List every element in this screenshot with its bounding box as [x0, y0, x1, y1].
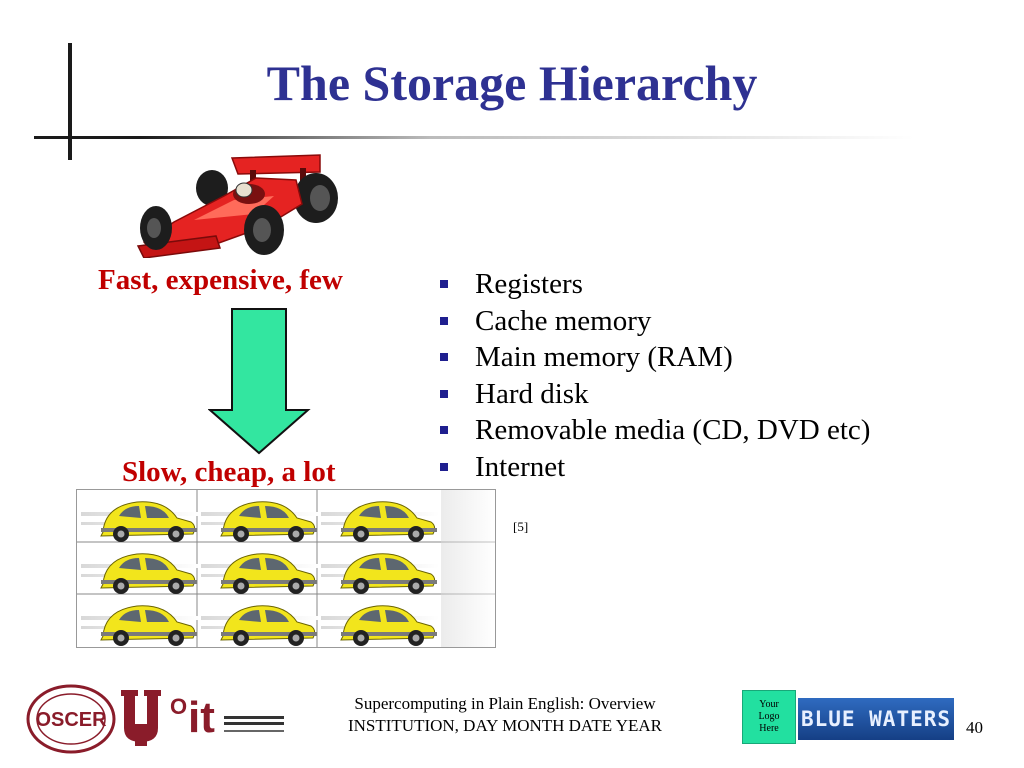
yellow-car-grid — [76, 489, 496, 648]
race-car-icon — [136, 154, 338, 258]
bullet-square-icon — [440, 426, 448, 434]
list-item-label: Cache memory — [475, 304, 652, 337]
page-number: 40 — [966, 718, 983, 737]
list-item: Internet — [438, 449, 870, 486]
svg-text:OSCER: OSCER — [35, 709, 107, 731]
bullet-square-icon — [440, 353, 448, 361]
citation: [5] — [513, 519, 529, 534]
yellow-beetle-car-icon — [320, 553, 440, 595]
list-item: Cache memory — [438, 303, 870, 340]
yellow-beetle-car-icon — [320, 605, 440, 647]
list-item: Hard disk — [438, 376, 870, 413]
slide-title: The Storage Hierarchy — [266, 55, 758, 111]
slow-cheap-a-lot-label: Slow, cheap, a lot — [122, 456, 336, 488]
list-item-label: Registers — [475, 268, 583, 300]
yellow-beetle-car-icon — [80, 605, 200, 647]
down-arrow-icon — [208, 308, 311, 455]
yellow-beetle-car-icon — [80, 553, 200, 595]
blue-waters-logo: BLUE WATERS — [798, 698, 954, 740]
oscer-seal-logo: OSCER — [26, 684, 116, 754]
ou-logo — [121, 690, 161, 746]
yellow-beetle-car-icon — [200, 553, 320, 595]
logo-placeholder-line: Logo — [758, 711, 780, 722]
frame-horizontal-line — [34, 136, 914, 139]
yellow-beetle-car-icon — [320, 501, 440, 543]
storage-hierarchy-list: Registers Cache memory Main memory (RAM)… — [438, 266, 870, 485]
logo-placeholder-line: Your — [759, 699, 779, 710]
bullet-square-icon — [440, 316, 448, 325]
list-item-label: Hard disk — [475, 377, 589, 410]
footer-line-1: Supercomputing in Plain English: Overvie… — [354, 694, 656, 713]
yellow-beetle-car-icon — [200, 501, 320, 543]
down-arrow-shape — [208, 308, 311, 455]
yellow-beetle-car-icon — [200, 605, 320, 647]
bullet-square-icon — [440, 389, 448, 398]
frame-vertical-line — [68, 43, 72, 160]
list-item-label: Main memory (RAM) — [475, 341, 733, 373]
list-item: Registers — [438, 266, 870, 303]
yellow-beetle-car-icon — [80, 501, 200, 543]
logo-placeholder-line: Here — [759, 723, 779, 734]
your-logo-placeholder: Your Logo Here — [742, 690, 796, 744]
svg-text:it: it — [188, 693, 215, 742]
list-item-label: Removable media (CD, DVD etc) — [475, 414, 871, 446]
bullet-square-icon — [440, 280, 448, 288]
bullet-square-icon — [440, 462, 448, 471]
fast-expensive-few-label: Fast, expensive, few — [98, 264, 343, 296]
list-item: Removable media (CD, DVD etc) — [438, 412, 870, 449]
list-item: Main memory (RAM) — [438, 339, 870, 376]
footer-text: Supercomputing in Plain English: Overvie… — [300, 693, 710, 737]
footer-line-2: INSTITUTION, DAY MONTH DATE YEAR — [347, 716, 662, 735]
list-item-label: Internet — [475, 450, 566, 483]
svg-text:O: O — [170, 694, 187, 719]
ou-it-logo: O it — [170, 693, 284, 742]
